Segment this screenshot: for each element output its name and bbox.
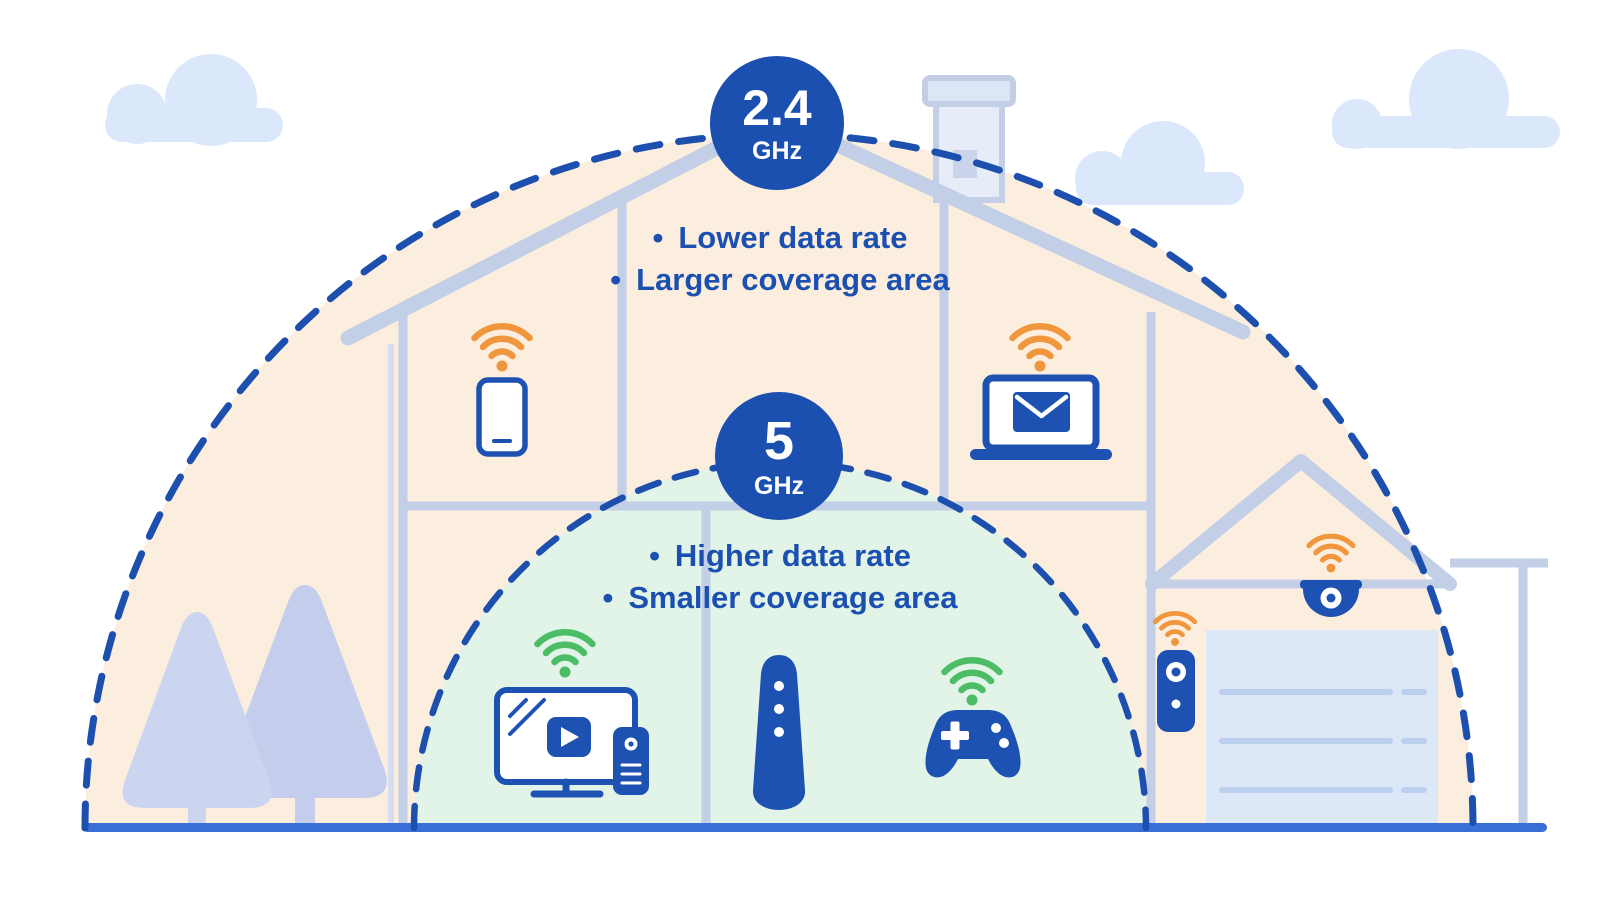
cloud-icon — [1075, 121, 1244, 205]
fence — [1450, 558, 1548, 826]
router-icon — [752, 655, 806, 810]
chimney — [922, 75, 1016, 203]
garage — [1145, 454, 1548, 826]
badge-2-4ghz: 2.4 GHz — [710, 56, 844, 190]
play-icon — [561, 727, 579, 747]
cloud-icon — [1332, 49, 1560, 149]
bullet-label: Smaller coverage area — [628, 580, 958, 615]
bullet-dot: • — [649, 538, 660, 573]
badge-5ghz-unit: GHz — [754, 471, 804, 500]
badge-2-4ghz-unit: GHz — [752, 136, 802, 165]
laptop-email-icon — [970, 326, 1112, 460]
cloud-icon — [105, 54, 283, 146]
bullet-item: • Smaller coverage area — [430, 577, 1130, 619]
badge-2-4ghz-value: 2.4 — [742, 79, 812, 136]
badge-5ghz-value: 5 — [763, 410, 795, 471]
band-5ghz-bullets: • Higher data rate • Smaller coverage ar… — [430, 535, 1130, 619]
doorbell-camera-icon — [1155, 613, 1195, 732]
badge-5ghz: 5 GHz — [715, 392, 843, 520]
bullet-label: Larger coverage area — [636, 262, 950, 297]
bullet-item: • Higher data rate — [430, 535, 1130, 577]
tv-media-icon — [494, 632, 638, 798]
game-controller-icon — [925, 660, 1021, 778]
tree-icon — [223, 585, 387, 830]
smartphone-icon — [475, 326, 530, 457]
ground-line — [83, 823, 1547, 832]
envelope-icon — [1013, 392, 1070, 432]
bullet-item: • Lower data rate — [430, 217, 1130, 259]
garage-roof — [1145, 454, 1457, 591]
bullet-dot: • — [602, 580, 614, 615]
coverage-boundary-5ghz — [410, 458, 1150, 832]
dome-camera-icon — [1300, 536, 1362, 617]
bullet-dot: • — [610, 262, 622, 297]
garage-door — [1206, 630, 1438, 826]
bullet-label: Lower data rate — [678, 220, 908, 255]
bullet-item: • Larger coverage area — [430, 259, 1130, 301]
bullet-label: Higher data rate — [674, 538, 911, 573]
bullet-dot: • — [652, 220, 664, 255]
remote-control-icon — [613, 727, 649, 795]
band-2-4ghz-bullets: • Lower data rate • Larger coverage area — [430, 217, 1130, 301]
